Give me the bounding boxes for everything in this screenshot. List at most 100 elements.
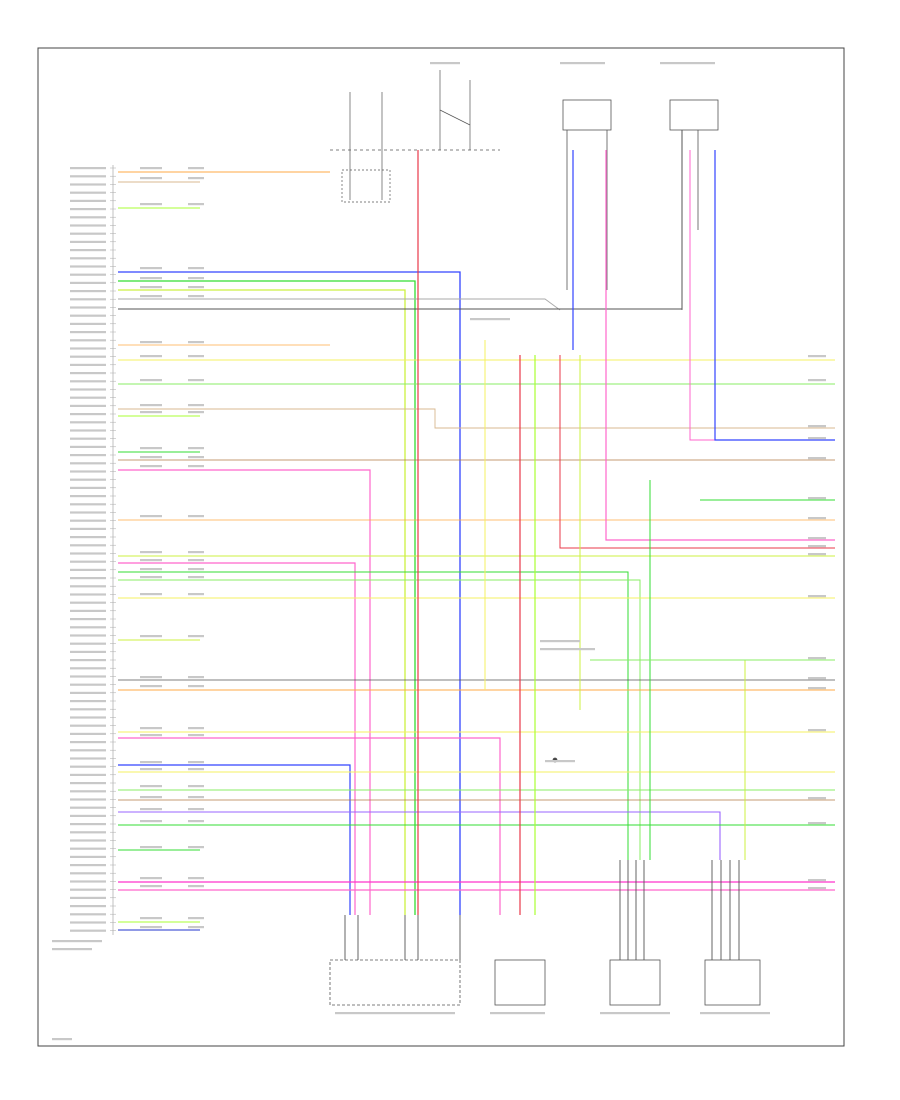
label-mark xyxy=(70,240,106,243)
label-mark xyxy=(808,553,826,556)
label-mark xyxy=(188,926,204,929)
label-mark xyxy=(70,568,106,571)
label-mark xyxy=(140,465,162,468)
label-mark xyxy=(140,267,162,270)
label-mark xyxy=(540,648,595,651)
label-mark xyxy=(70,749,106,752)
label-mark xyxy=(808,657,826,660)
label-mark xyxy=(140,685,162,688)
label-mark xyxy=(490,1012,545,1015)
label-mark xyxy=(140,917,162,920)
label-mark xyxy=(70,306,106,309)
label-mark xyxy=(140,808,162,811)
label-mark xyxy=(808,822,826,825)
label-mark xyxy=(70,544,106,547)
label-mark xyxy=(188,447,204,450)
wire-run xyxy=(118,271,461,915)
label-mark xyxy=(70,331,106,334)
label-mark xyxy=(188,177,204,180)
label-mark xyxy=(70,183,106,186)
wire-run xyxy=(118,764,351,915)
label-mark xyxy=(70,314,106,317)
label-mark xyxy=(808,425,826,428)
label-mark xyxy=(808,729,826,732)
label-mark xyxy=(808,497,826,500)
label-mark xyxy=(70,388,106,391)
label-mark xyxy=(140,820,162,823)
label-mark xyxy=(140,877,162,880)
label-mark xyxy=(70,864,106,867)
label-mark xyxy=(188,411,204,414)
label-mark xyxy=(188,676,204,679)
label-mark xyxy=(188,568,204,571)
label-mark xyxy=(70,511,106,514)
label-mark xyxy=(430,62,460,65)
label-mark xyxy=(70,634,106,637)
label-mark xyxy=(70,765,106,768)
label-mark xyxy=(140,515,162,518)
label-mark xyxy=(70,462,106,465)
top-relay-block xyxy=(330,70,500,203)
wire-run xyxy=(118,571,629,860)
label-mark xyxy=(70,355,106,358)
label-mark xyxy=(70,642,106,645)
label-mark xyxy=(188,768,204,771)
label-mark xyxy=(70,380,106,383)
label-mark xyxy=(188,267,204,270)
label-mark xyxy=(70,691,106,694)
label-mark xyxy=(660,62,715,65)
label-mark xyxy=(70,650,106,653)
label-mark xyxy=(70,732,106,735)
label-mark xyxy=(188,917,204,920)
wire-run xyxy=(118,811,721,860)
label-mark xyxy=(70,683,106,686)
label-mark xyxy=(70,667,106,670)
wire-run xyxy=(118,289,406,915)
label-mark xyxy=(140,559,162,562)
label-mark xyxy=(188,796,204,799)
wire-run xyxy=(689,150,835,441)
label-mark xyxy=(808,537,826,540)
label-mark xyxy=(70,847,106,850)
label-mark xyxy=(545,760,575,763)
label-mark xyxy=(70,913,106,916)
label-mark xyxy=(70,716,106,719)
label-mark xyxy=(70,175,106,178)
label-mark xyxy=(70,199,106,202)
top-sensor-boxes xyxy=(562,99,719,310)
wire-run xyxy=(118,280,416,915)
wire-run xyxy=(118,579,641,860)
label-mark xyxy=(188,167,204,170)
label-mark xyxy=(70,798,106,801)
label-mark xyxy=(70,191,106,194)
label-mark xyxy=(70,224,106,227)
wire-run xyxy=(118,130,683,310)
label-mark xyxy=(70,585,106,588)
label-mark xyxy=(70,823,106,826)
label-mark xyxy=(70,372,106,375)
label-mark xyxy=(140,379,162,382)
label-mark xyxy=(70,806,106,809)
label-mark xyxy=(70,404,106,407)
diagram-border xyxy=(37,47,845,1047)
label-mark xyxy=(140,456,162,459)
label-mark xyxy=(70,413,106,416)
label-mark xyxy=(70,552,106,555)
label-mark xyxy=(70,593,106,596)
label-mark xyxy=(140,768,162,771)
label-mark xyxy=(70,601,106,604)
label-mark xyxy=(70,470,106,473)
label-mark xyxy=(70,445,106,448)
label-mark xyxy=(70,363,106,366)
label-mark xyxy=(70,527,106,530)
label-mark xyxy=(188,635,204,638)
label-mark xyxy=(808,595,826,598)
label-mark xyxy=(540,640,580,643)
label-mark xyxy=(70,536,106,539)
label-mark xyxy=(140,734,162,737)
label-mark xyxy=(700,1012,770,1015)
label-mark xyxy=(70,659,106,662)
label-mark xyxy=(70,478,106,481)
label-mark xyxy=(70,396,106,399)
